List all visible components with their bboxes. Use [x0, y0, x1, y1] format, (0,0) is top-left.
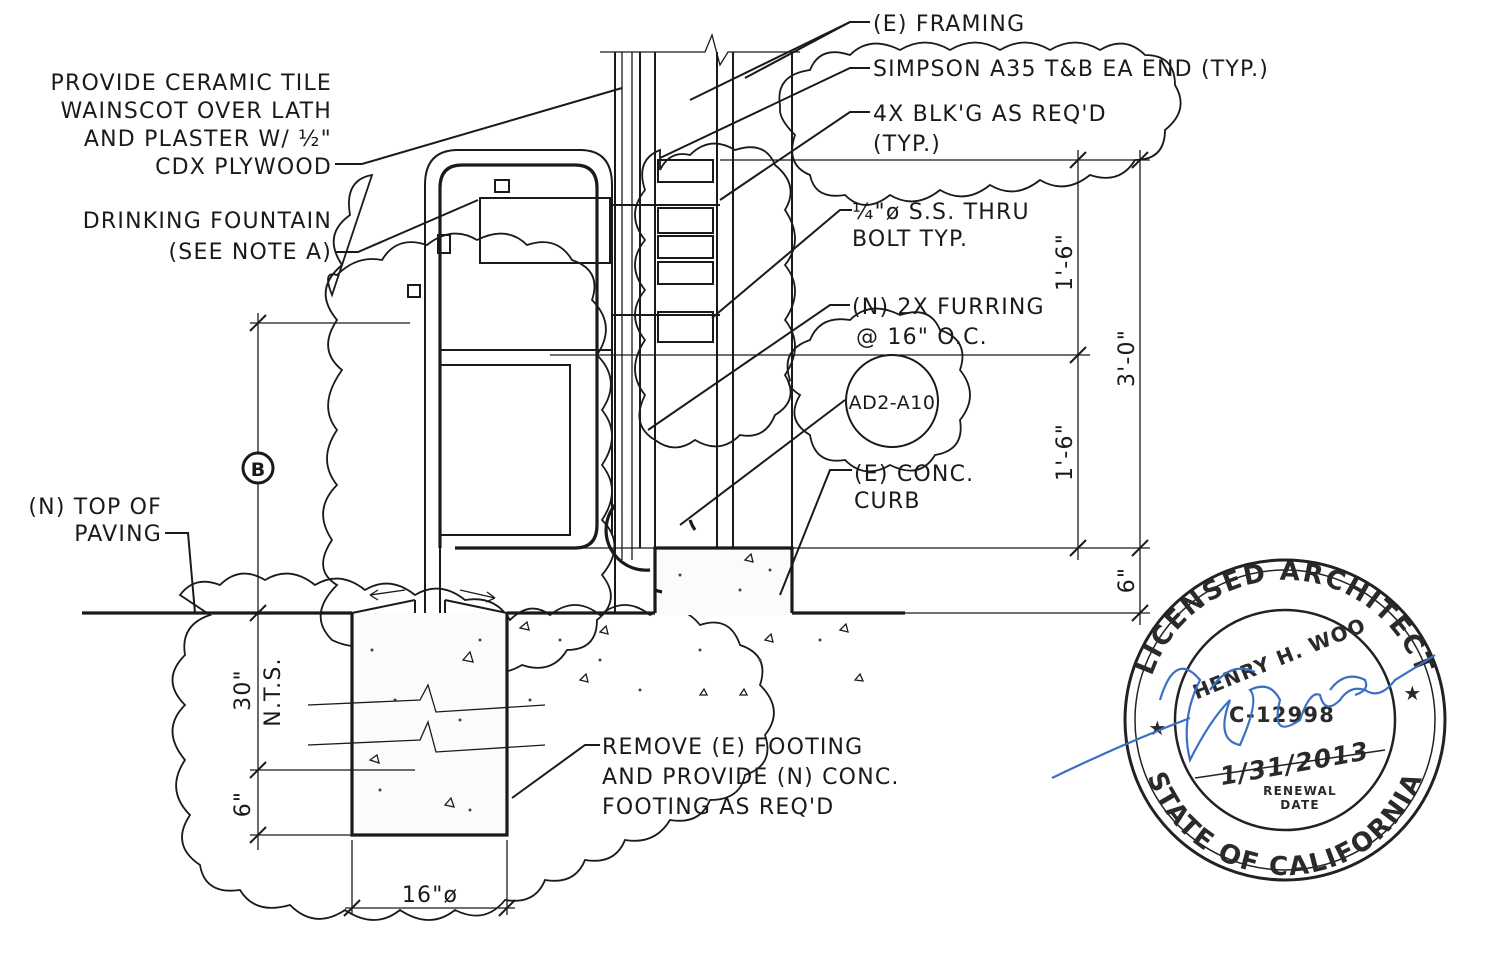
- leader-lines: [165, 21, 870, 799]
- note-blocking-2: (TYP.): [873, 132, 941, 157]
- annotation-text: (E) FRAMING SIMPSON A35 T&B EA END (TYP.…: [28, 12, 1269, 820]
- grid-bubble-label: B: [251, 459, 265, 481]
- note-paving-2: PAVING: [74, 522, 162, 547]
- note-wainscot-2: WAINSCOT OVER LATH: [61, 99, 332, 124]
- dim-nts: N.T.S.: [261, 657, 286, 726]
- revision-cloud-simpson: [778, 41, 1182, 206]
- grade-and-concrete: [82, 546, 905, 837]
- note-footing-3: FOOTING AS REQ'D: [602, 795, 834, 820]
- note-curb-1: (E) CONC.: [854, 462, 974, 487]
- dim-footing-dia: 16"ø: [402, 883, 458, 908]
- dim-footing-depth: 6": [231, 791, 256, 818]
- dimension-lines: [249, 150, 1150, 917]
- note-wainscot-4: CDX PLYWOOD: [155, 155, 332, 180]
- footing-break-line: [307, 683, 546, 753]
- note-bolt-1: ¼"ø S.S. THRU: [852, 200, 1030, 225]
- detail-reference-label: AD2-A10: [849, 392, 936, 414]
- detail-callout-arc: [604, 503, 697, 594]
- revision-cloud-fountain: [319, 173, 616, 674]
- blocking-members: [612, 159, 720, 343]
- dim-middle: 1'-6": [1053, 423, 1078, 481]
- note-wainscot-1: PROVIDE CERAMIC TILE: [51, 71, 332, 96]
- grid-bubble-b: B: [241, 451, 275, 485]
- note-footing-1: REMOVE (E) FOOTING: [602, 735, 863, 760]
- stamp-star-left: ★: [1148, 716, 1167, 740]
- architect-stamp: LICENSED ARCHITECT STATE OF CALIFORNIA H…: [1051, 557, 1447, 882]
- note-wainscot-3: AND PLASTER W/ ½": [84, 127, 332, 152]
- dim-overall: 3'-0": [1115, 329, 1140, 387]
- detail-reference-tag[interactable]: AD2-A10: [845, 354, 939, 448]
- note-furring-2: @ 16" O.C.: [856, 325, 988, 350]
- dim-upper: 1'-6": [1053, 233, 1078, 291]
- wall-section: [600, 32, 800, 613]
- note-furring-1: (N) 2X FURRING: [852, 295, 1045, 320]
- note-blocking-1: 4X BLK'G AS REQ'D: [873, 102, 1107, 127]
- revision-cloud-footing: [171, 572, 775, 921]
- note-fountain-2: (SEE NOTE A): [169, 240, 332, 265]
- dim-embed: 30": [231, 669, 256, 711]
- stamp-name: HENRY H. WOO: [1189, 613, 1369, 704]
- dim-curb: 6": [1115, 567, 1140, 594]
- stamp-renewal-label-1: RENEWAL: [1263, 784, 1337, 798]
- footing-outline: [350, 613, 509, 837]
- concrete-aggregate-dots: [368, 552, 865, 812]
- note-fountain-1: DRINKING FOUNTAIN: [83, 209, 332, 234]
- note-curb-2: CURB: [854, 489, 921, 514]
- note-framing: (E) FRAMING: [873, 12, 1025, 37]
- revision-cloud-blocking: [634, 142, 796, 449]
- note-paving-1: (N) TOP OF: [28, 495, 162, 520]
- stamp-renewal-label-2: DATE: [1280, 798, 1320, 812]
- dimension-text: 1'-6" 1'-6" 3'-0" 6" 30" N.T.S. 6" 16"ø: [231, 233, 1140, 908]
- stamp-license-no: C-12998: [1229, 703, 1335, 727]
- stamp-star-right: ★: [1403, 681, 1422, 705]
- drinking-fountain: [407, 149, 613, 613]
- revision-cloud-detail-ref: [786, 307, 971, 473]
- note-footing-2: AND PROVIDE (N) CONC.: [602, 765, 900, 790]
- note-bolt-2: BOLT TYP.: [852, 227, 968, 252]
- note-simpson: SIMPSON A35 T&B EA END (TYP.): [873, 57, 1269, 82]
